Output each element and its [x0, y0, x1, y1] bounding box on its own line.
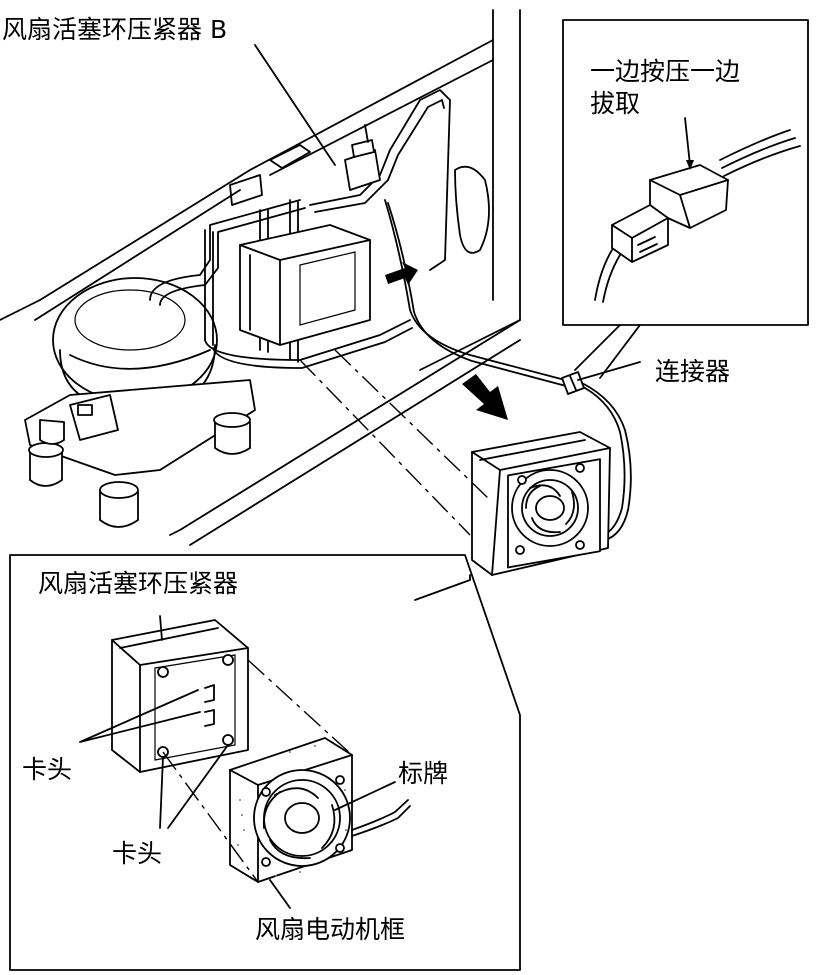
machine-compartment	[0, 9, 521, 546]
label-latch-2: 卡头	[112, 839, 162, 868]
detail-inset	[9, 554, 521, 971]
label-connector-instruction-line2: 拔取	[590, 89, 640, 118]
detail-guide-1	[247, 659, 353, 756]
guide-line-1	[299, 359, 471, 536]
label-latch-1: 卡头	[22, 755, 72, 784]
compressor-feet	[28, 412, 251, 528]
label-connector-instruction-line1: 一边按压一边	[590, 57, 740, 86]
frame-texture	[237, 745, 347, 877]
label-detail-component: 风扇活塞环压紧器	[38, 569, 238, 598]
detail-bracket	[111, 619, 249, 773]
leader-connector	[577, 361, 641, 381]
removal-arrow	[462, 374, 508, 420]
leader-detail-bracket	[159, 615, 163, 641]
fan-bracket-installed	[239, 224, 418, 346]
leader-nameplate	[334, 781, 396, 811]
leader-latch-2	[159, 744, 229, 829]
guide-line-2	[334, 349, 491, 501]
label-connector: 连接器	[655, 357, 730, 386]
label-fan-frame: 风扇电动机框	[255, 915, 405, 944]
fan-wire	[384, 199, 632, 541]
label-nameplate: 标牌	[398, 759, 448, 788]
compressor	[24, 277, 256, 528]
connector	[561, 371, 585, 395]
detail-fan-frame	[229, 737, 411, 883]
detail-guide-2	[162, 751, 259, 883]
leader-top-component	[254, 44, 336, 166]
fan-assembly-removed	[471, 431, 611, 576]
label-connector-instruction: 一边按压一边 拔取	[590, 57, 748, 118]
label-top-component: 风扇活塞环压紧器 B	[2, 15, 227, 44]
connector-callout	[562, 19, 809, 379]
leader-fan-frame	[269, 879, 291, 909]
leader-latch-1	[79, 689, 201, 743]
